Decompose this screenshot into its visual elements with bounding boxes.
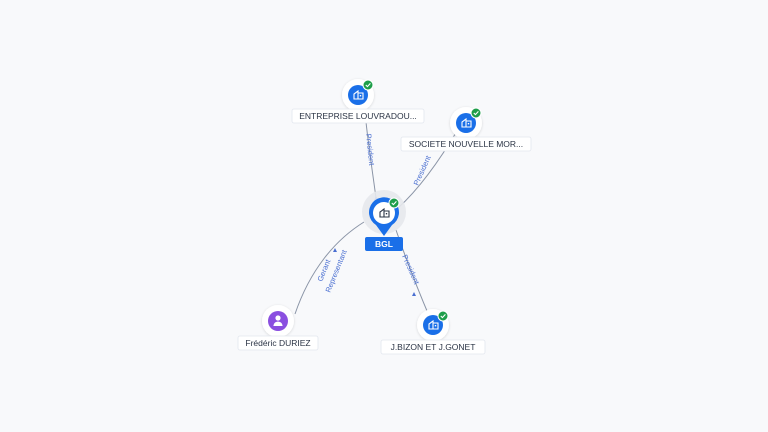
node-label-societe: SOCIETE NOUVELLE MOR... [409, 139, 523, 149]
building-icon [461, 117, 472, 128]
node-label-entreprise: ENTREPRISE LOUVRADOU... [299, 111, 417, 121]
check-badge-icon [437, 310, 449, 322]
check-badge-icon [470, 107, 482, 119]
edge-to-entreprise [365, 121, 379, 201]
edge-to-person [294, 221, 365, 315]
node-bizon[interactable]: J.BIZON ET J.GONET [380, 309, 486, 355]
node-label-bizon: J.BIZON ET J.GONET [391, 342, 476, 352]
node-label-center: BGL [375, 239, 393, 249]
node-label-person: Frédéric DURIEZ [245, 338, 310, 348]
check-badge-icon [388, 197, 400, 209]
node-societe[interactable]: SOCIETE NOUVELLE MOR... [400, 107, 532, 152]
edge-label-bizon: President [400, 253, 421, 286]
building-icon [353, 89, 364, 100]
building-icon [428, 319, 439, 330]
node-person[interactable]: Frédéric DURIEZ [237, 305, 319, 351]
check-badge-icon [362, 79, 374, 91]
edge-label-entreprise: President [364, 133, 376, 166]
node-entreprise[interactable]: ENTREPRISE LOUVRADOU... [291, 79, 425, 124]
building-icon [379, 207, 390, 218]
node-center[interactable]: BGL [362, 190, 406, 251]
person-icon [273, 315, 283, 326]
